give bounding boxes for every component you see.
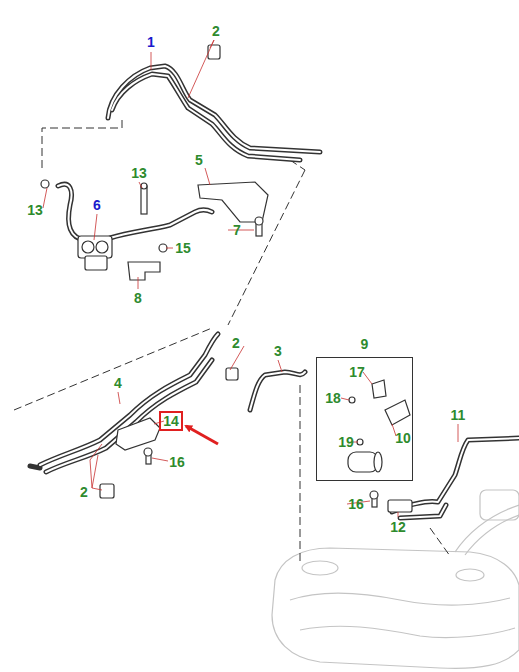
callout-number: 10 <box>395 430 411 446</box>
callout-number: 12 <box>390 519 406 535</box>
callout-number: 13 <box>131 165 147 181</box>
callout-number: 18 <box>325 390 341 406</box>
fuel-tank <box>272 490 519 668</box>
parts <box>41 45 412 512</box>
callout-number: 5 <box>195 152 203 168</box>
callout-number: 8 <box>134 290 142 306</box>
callout-number: 15 <box>175 240 191 256</box>
callout-box: 14 <box>159 411 183 431</box>
callout-number: 17 <box>349 364 365 380</box>
group-dash-lines <box>14 118 450 562</box>
callout-number: 7 <box>233 222 241 238</box>
callout-number: 16 <box>169 454 185 470</box>
callout-number: 1 <box>147 34 155 50</box>
fuel-tubes <box>30 66 519 518</box>
callout-number: 2 <box>80 484 88 500</box>
pointer-arrow <box>186 426 218 444</box>
callout-number: 9 <box>361 336 369 352</box>
callout-number: 16 <box>348 496 364 512</box>
leader-lines <box>43 40 458 517</box>
callout-number: 11 <box>451 407 466 423</box>
callout-number: 14 <box>163 413 179 429</box>
callout-number: 2 <box>212 23 220 39</box>
callout-number: 19 <box>338 434 354 450</box>
callout-number: 4 <box>114 375 122 391</box>
callout-number: 2 <box>232 335 240 351</box>
callout-number: 13 <box>27 202 43 218</box>
callout-number: 6 <box>93 197 101 213</box>
callout-number: 3 <box>274 343 282 359</box>
